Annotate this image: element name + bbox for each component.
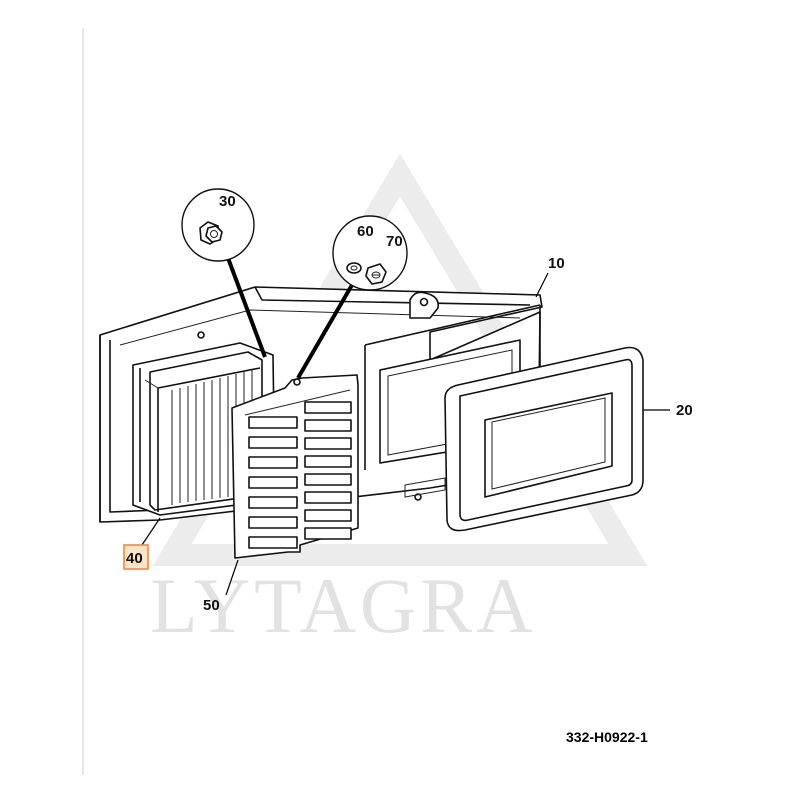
grille-louvers (248, 401, 352, 549)
callout-30: 30 (219, 193, 236, 210)
watermark-text: LYTAGRA (150, 562, 537, 649)
callout-40-highlight[interactable]: 40 (123, 544, 149, 570)
bolt-icon (199, 221, 223, 245)
callout-40[interactable]: 40 (126, 550, 143, 567)
detail-circle-30[interactable]: 30 (181, 188, 255, 262)
screw-icon (365, 263, 387, 285)
gasket-part-20[interactable] (444, 346, 644, 532)
grille-cover-part-50[interactable] (231, 374, 359, 559)
callout-50[interactable]: 50 (203, 597, 220, 614)
callout-20[interactable]: 20 (676, 402, 693, 419)
callout-70: 70 (386, 233, 403, 250)
washer-icon (346, 262, 362, 274)
leader-lines (139, 249, 670, 596)
callout-60: 60 (357, 223, 374, 240)
drawing-number: 332-H0922-1 (566, 729, 648, 745)
detail-circle-60-70[interactable]: 60 70 (332, 215, 408, 291)
callout-10[interactable]: 10 (548, 255, 565, 272)
